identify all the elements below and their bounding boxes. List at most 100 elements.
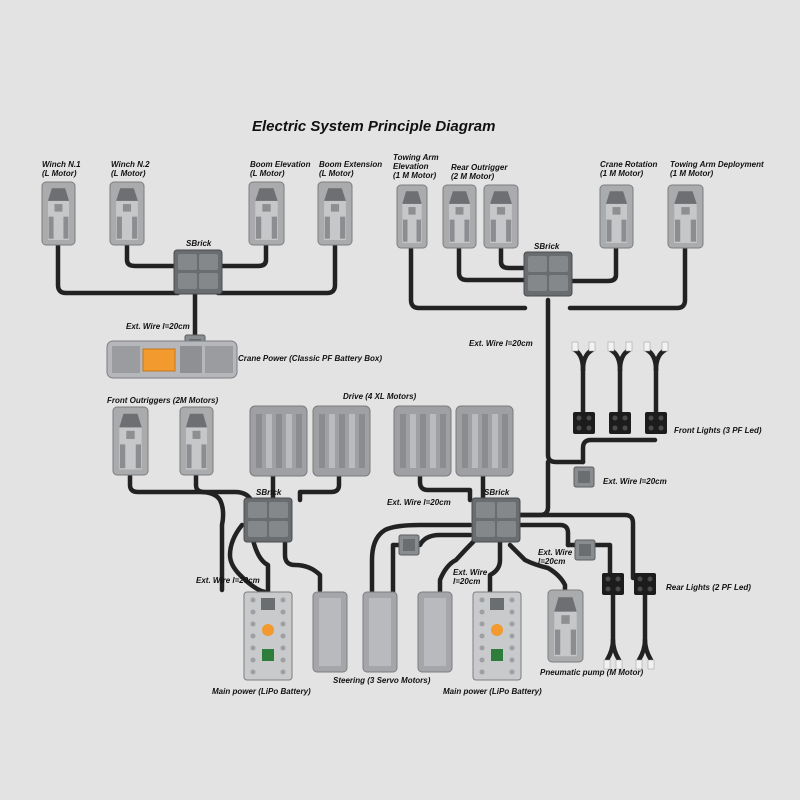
rear-light-block-2-body	[634, 573, 656, 595]
lipo-battery-left-stud-0-3	[250, 633, 256, 639]
motor-rear-outrigger-1-rib-left	[449, 219, 455, 242]
sbrick-crane-port-1-1	[199, 273, 218, 289]
lipo-battery-left	[243, 591, 293, 681]
wire-43	[507, 542, 568, 598]
wire-40	[369, 522, 473, 598]
sbrick-drive	[471, 497, 521, 543]
battery-box-crane	[106, 340, 238, 379]
motor-drive-xl-3	[393, 405, 452, 477]
front-light-block-1-stud-1-0	[586, 415, 592, 421]
motor-towing-arm-elevation-rib-left	[403, 219, 408, 242]
wire-32	[297, 472, 342, 503]
rear-light-block-2-stud-1-1	[647, 586, 653, 592]
motor-towing-arm-deployment-top	[674, 191, 697, 204]
lipo-battery-left-stud-0-5	[250, 657, 256, 663]
motor-boom-extension-plug	[330, 204, 340, 212]
label-boom-elevation-name: Boom Elevation	[250, 160, 311, 169]
motor-drive-xl-4-fin-3	[492, 414, 498, 468]
front-led-tip-5	[661, 341, 669, 352]
label-front-outriggers: Front Outriggers (2M Motors)	[107, 396, 219, 405]
front-light-block-3-stud-1-0	[658, 415, 664, 421]
sbrick-drive-port-0-0	[476, 502, 495, 518]
wire-10	[545, 297, 586, 465]
label-ext-wire-crane: Ext. Wire l=20cm	[126, 322, 190, 331]
front-light-block-3-stud-0-0	[648, 415, 654, 421]
label-towing-arm-deployment-name: Towing Arm Deployment	[670, 160, 764, 169]
wire-39	[437, 537, 478, 598]
motor-boom-extension-top	[324, 188, 346, 201]
motor-towing-arm-deployment-rib-right	[690, 219, 696, 242]
lipo-battery-right-stud-0-6	[479, 669, 485, 675]
label-ext-wire-main-left: Ext. Wire l=20cm	[196, 576, 260, 585]
label-steering: Steering (3 Servo Motors)	[333, 676, 431, 685]
motor-steering-servo-1-face	[319, 598, 341, 666]
wire-41	[405, 532, 473, 548]
motor-steering-servo-3	[417, 591, 453, 673]
rear-led-tip-2	[635, 659, 643, 670]
label-winch-1: Winch N.1 (L Motor)	[42, 160, 81, 178]
rear-light-block-1	[602, 573, 624, 595]
motor-towing-arm-elevation	[396, 184, 428, 249]
rear-led-tip-0	[603, 659, 611, 670]
wire-24	[517, 512, 636, 581]
wire-6	[456, 242, 528, 283]
lipo-battery-right-stud-0-2	[479, 621, 485, 627]
motor-front-outrigger-2-rib-left	[186, 444, 192, 469]
motor-drive-xl-4	[455, 405, 514, 477]
motor-pneumatic-pump-rib-right	[570, 629, 576, 655]
label-sbrick-chassis: SBrick	[256, 488, 282, 497]
label-pneumatic-pump: Pneumatic pump (M Motor)	[540, 668, 644, 677]
wire-7	[498, 242, 528, 271]
lipo-battery-left-stud-1-0	[280, 597, 286, 603]
label-towing-arm-elevation-type: (1 M Motor)	[393, 171, 437, 180]
ext-connector-steering-stud	[403, 539, 415, 551]
label-boom-extension: Boom Extension (L Motor)	[319, 160, 382, 178]
front-led-tip-1	[588, 341, 596, 352]
battery-box-port	[180, 346, 202, 373]
motor-winch-2-top	[116, 188, 138, 201]
motor-steering-servo-3-face	[424, 598, 446, 666]
lipo-battery-right-indicator	[491, 649, 503, 661]
wire-27	[636, 592, 648, 663]
lipo-battery-right	[472, 591, 522, 681]
ext-connector-steering	[398, 534, 420, 556]
rear-light-block-1-stud-1-0	[615, 576, 621, 582]
label-towing-arm-elevation-line2: Elevation	[393, 162, 429, 171]
lipo-battery-left-stud-0-4	[250, 645, 256, 651]
motor-drive-xl-4-fin-1	[472, 414, 478, 468]
wire-0	[55, 242, 181, 296]
front-light-block-2-stud-1-0	[622, 415, 628, 421]
motor-drive-xl-1-fin-2	[276, 414, 282, 468]
sbrick-crane-port-0-0	[178, 254, 197, 270]
rear-light-block-1-stud-0-1	[605, 586, 611, 592]
motor-rear-outrigger-2-top	[490, 191, 512, 204]
label-ext-wire-steering: Ext. Wire l=20cm	[387, 498, 451, 507]
wire-1	[124, 242, 178, 269]
sbrick-chassis-port-1-1	[269, 521, 288, 537]
motor-towing-arm-deployment-rib-left	[675, 219, 681, 242]
sbrick-aux-port-0-0	[528, 256, 547, 272]
sbrick-aux-port-0-1	[528, 275, 547, 291]
front-light-block-1	[573, 412, 595, 434]
label-ext-wire-main-right-line2: l=20cm	[453, 577, 481, 586]
label-winch-2: Winch N.2 (L Motor)	[111, 160, 150, 178]
motor-boom-extension-rib-right	[340, 216, 346, 239]
rear-light-block-1-body	[602, 573, 624, 595]
lipo-battery-right-stud-0-1	[479, 609, 485, 615]
front-light-block-3	[645, 412, 667, 434]
sbrick-aux	[523, 251, 573, 297]
lipo-battery-left-stud-0-0	[250, 597, 256, 603]
front-led-tip-0	[571, 341, 579, 352]
label-winch-1-type: (L Motor)	[42, 169, 77, 178]
lipo-battery-right-stud-0-0	[479, 597, 485, 603]
motor-rear-outrigger-1-plug	[455, 207, 464, 215]
label-winch-2-name: Winch N.2	[111, 160, 150, 169]
motor-boom-elevation-rib-right	[271, 216, 277, 239]
front-light-block-1-stud-1-1	[586, 425, 592, 431]
lipo-battery-left-stud-0-6	[250, 669, 256, 675]
label-ext-wire-rear-lights-line2: l=20cm	[538, 557, 566, 566]
lipo-battery-right-stud-0-4	[479, 645, 485, 651]
motor-winch-2-rib-right	[132, 216, 138, 239]
